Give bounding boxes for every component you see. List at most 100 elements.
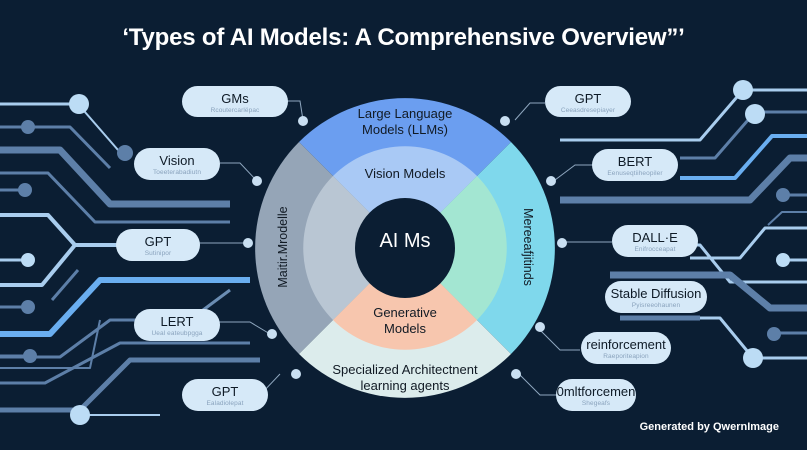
left-circuit-nodes xyxy=(18,94,133,425)
node-subtitle: Sutinipor xyxy=(144,250,172,257)
segment-label-llm: Large Language Models (LLMs) xyxy=(357,106,453,137)
circuit-node xyxy=(733,80,753,100)
node-title: GMs xyxy=(221,91,249,106)
circuit-line xyxy=(610,271,807,312)
circuit-node xyxy=(743,348,763,368)
circuit-line xyxy=(560,88,807,142)
node-pill-left-3[interactable]: LERT Ueal eateubpgga xyxy=(134,309,220,341)
circuit-line xyxy=(700,316,807,360)
node-title: 0mltforcemen xyxy=(556,384,636,399)
ring-diagram xyxy=(255,98,555,398)
node-pill-right-1[interactable]: BERT Eenuseqtiiheopiler xyxy=(592,149,678,181)
node-pill-right-3[interactable]: Stable Diffusion Pyisreeohaunen xyxy=(605,281,707,313)
right-circuit-lines xyxy=(560,88,807,360)
connector-line xyxy=(519,374,560,396)
center-label: AI Ms xyxy=(379,230,431,252)
circuit-line xyxy=(0,318,140,359)
circuit-line xyxy=(767,211,807,226)
segment-label-left: Maitir.Mrodelle xyxy=(276,206,290,288)
node-pill-right-5[interactable]: 0mltforcemen Shegeafs xyxy=(556,379,636,411)
page-title: ‘Types of AI Models: A Comprehensive Ove… xyxy=(122,24,685,51)
right-circuit-nodes xyxy=(733,80,790,368)
circuit-node xyxy=(23,349,37,363)
connector-line xyxy=(514,102,545,121)
inner-right xyxy=(405,176,507,320)
connector-line xyxy=(287,100,304,121)
circuit-line xyxy=(0,171,230,224)
circuit-node xyxy=(117,145,133,161)
circuit-line xyxy=(680,110,807,160)
connector-dot xyxy=(298,116,308,126)
connector-dot xyxy=(557,238,567,248)
connector-dots xyxy=(243,116,567,379)
node-title: Vision xyxy=(159,153,195,168)
node-subtitle: Eenuseqtiiheopiler xyxy=(607,170,663,177)
node-subtitle: Toeeterabadiutn xyxy=(152,169,202,176)
circuit-node xyxy=(776,188,790,202)
circuit-line xyxy=(680,134,807,180)
node-title: Stable Diffusion xyxy=(610,286,702,301)
node-title: GPT xyxy=(211,384,239,399)
node-subtitle: Ealadiolepat xyxy=(206,400,244,407)
circuit-line xyxy=(0,146,230,208)
circuit-line xyxy=(0,277,250,337)
circuit-node xyxy=(70,405,90,425)
node-title: BERT xyxy=(617,154,653,169)
circuit-node xyxy=(745,104,765,124)
node-pill-right-4[interactable]: reinforcement Raeporiteapion xyxy=(581,332,671,364)
node-subtitle: Rcoutercarlёpac xyxy=(210,107,260,114)
circuit-line xyxy=(50,269,80,301)
connector-dot xyxy=(252,176,262,186)
node-subtitle: Enifrocceapat xyxy=(634,246,676,253)
connector-dot xyxy=(535,322,545,332)
circuit-node xyxy=(21,300,35,314)
node-pill-right-0[interactable]: GPT Ceeasdresepiayer xyxy=(545,86,631,117)
node-title: LERT xyxy=(160,314,194,329)
circuit-line xyxy=(0,319,101,369)
connector-dot xyxy=(546,176,556,186)
footer-credit: Generated by QwernImage xyxy=(639,421,779,433)
node-pill-left-4[interactable]: GPT Ealadiolepat xyxy=(182,379,268,411)
connector-dot xyxy=(511,369,521,379)
circuit-line xyxy=(0,213,120,247)
node-subtitle: Raeporiteapion xyxy=(603,353,649,360)
inner-vision xyxy=(333,146,477,248)
inner-left xyxy=(303,176,405,320)
node-pill-right-2[interactable]: DALL·E Enifrocceapat xyxy=(612,225,698,257)
node-pill-left-2[interactable]: GPT Sutinipor xyxy=(116,229,200,261)
node-pill-left-1[interactable]: Vision Toeeterabadiutn xyxy=(134,148,220,180)
circuit-node xyxy=(69,94,89,114)
node-subtitle: Pyisreeohaunen xyxy=(631,302,681,309)
core-circle xyxy=(355,198,455,298)
left-circuit-lines xyxy=(0,102,260,416)
segment-label-right: Mereeafjitinds xyxy=(521,208,535,286)
segment-label-specialized: Specialized Architectnent learning agent… xyxy=(332,362,478,393)
connector-dot xyxy=(500,116,510,126)
node-subtitle: Ceeasdresepiayer xyxy=(560,107,616,114)
circuit-line xyxy=(0,243,77,287)
circuit-node xyxy=(21,253,35,267)
connector-dot xyxy=(267,329,277,339)
node-title: DALL·E xyxy=(632,230,678,245)
connector-dot xyxy=(243,238,253,248)
inner-generative xyxy=(333,248,477,350)
circuit-node xyxy=(18,183,32,197)
circuit-line xyxy=(690,226,807,260)
circuit-line xyxy=(0,357,260,413)
node-title: reinforcement xyxy=(586,337,666,352)
segment-label-generative: Generative Models xyxy=(373,305,437,336)
node-title: GPT xyxy=(144,234,172,249)
circuit-node xyxy=(767,327,781,341)
node-pill-left-0[interactable]: GMs Rcoutercarlёpac xyxy=(182,86,288,117)
connector-line xyxy=(554,164,595,181)
connector-line xyxy=(539,329,580,351)
segment-label-vision: Vision Models xyxy=(364,166,446,181)
circuit-node xyxy=(21,120,35,134)
node-title: GPT xyxy=(574,91,602,106)
circuit-line xyxy=(0,341,250,385)
circuit-node xyxy=(776,253,790,267)
circuit-line xyxy=(560,154,807,204)
connector-line xyxy=(220,162,257,181)
